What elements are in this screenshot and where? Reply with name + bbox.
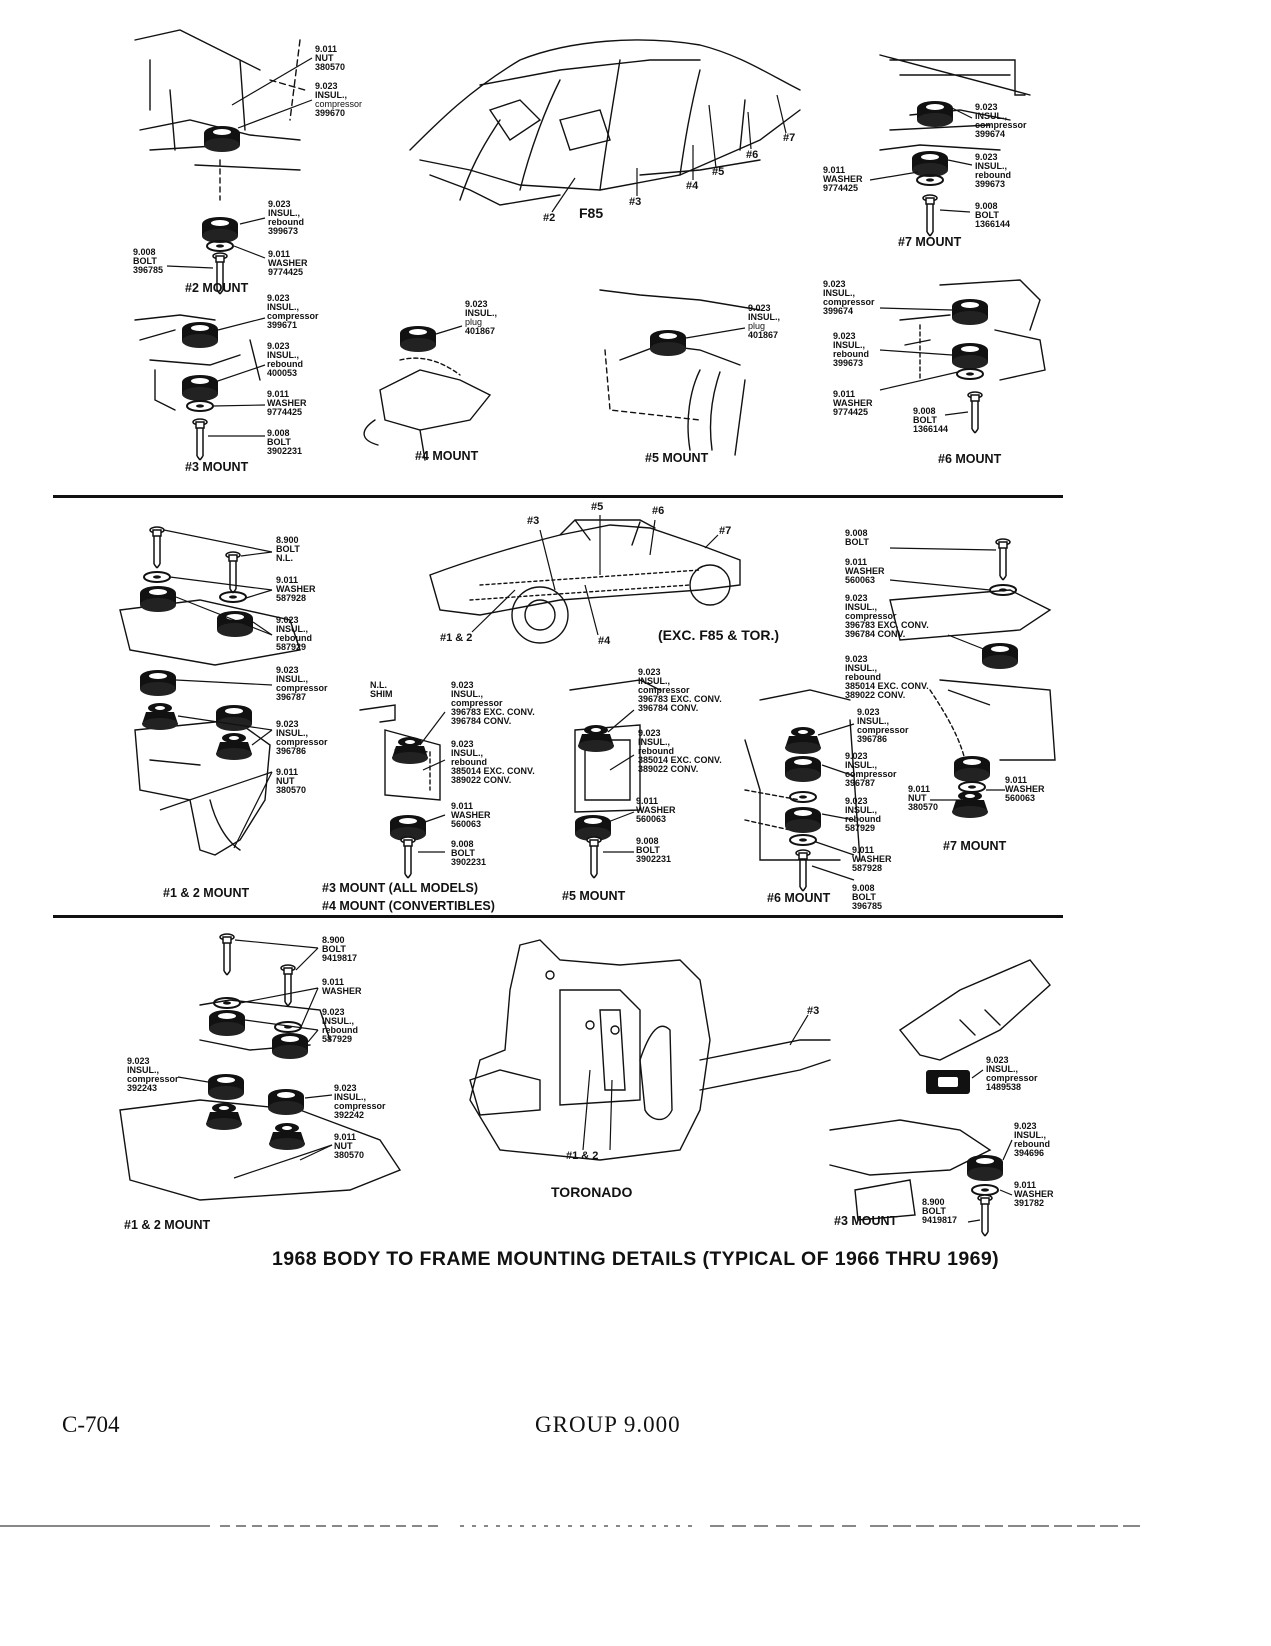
f85-mount6-label: #6 MOUNT xyxy=(938,452,1002,466)
page-number: C-704 xyxy=(62,1412,120,1437)
f85-mount3-label: #3 MOUNT xyxy=(185,460,249,474)
f85-position-6: #6 xyxy=(746,149,759,161)
f85-mount2-label: #2 MOUNT xyxy=(185,281,249,295)
f85-mount4-label: #4 MOUNT xyxy=(415,449,479,463)
full-size-position-5: #5 xyxy=(591,501,604,513)
full-size-position-1-2: #1 & 2 xyxy=(440,632,473,644)
toronado-title: TORONADO xyxy=(551,1184,633,1200)
callout-shim: N.L.SHIM xyxy=(370,680,393,699)
toronado-mount12-label: #1 & 2 MOUNT xyxy=(124,1218,211,1232)
full-size-title: (EXC. F85 & TOR.) xyxy=(658,627,780,643)
toronado-position-3: #3 xyxy=(807,1005,820,1017)
f85-title: F85 xyxy=(579,205,604,221)
toronado-mount3-label: #3 MOUNT xyxy=(834,1214,898,1228)
section-divider-top xyxy=(53,495,1063,498)
full-size-position-3: #3 xyxy=(527,515,540,527)
full-size-position-6: #6 xyxy=(652,505,665,517)
full-size-mount7-label: #7 MOUNT xyxy=(943,839,1007,853)
f85-position-5: #5 xyxy=(712,166,725,178)
section-divider-bottom xyxy=(53,915,1063,918)
full-size-mount6-label: #6 MOUNT xyxy=(767,891,831,905)
f85-position-2: #2 xyxy=(543,212,556,224)
f85-position-3: #3 xyxy=(629,196,642,208)
toronado-position-1-2: #1 & 2 xyxy=(566,1150,599,1162)
full-size-position-7: #7 xyxy=(719,525,732,537)
f85-position-4: #4 xyxy=(686,180,699,192)
f85-mount7-label: #7 MOUNT xyxy=(898,235,962,249)
full-size-mount3-label: #3 MOUNT (ALL MODELS) xyxy=(322,881,479,895)
group-number: GROUP 9.000 xyxy=(535,1412,681,1437)
f85-mount5-label: #5 MOUNT xyxy=(645,451,709,465)
full-size-mount12-label: #1 & 2 MOUNT xyxy=(163,886,250,900)
full-size-mount5-label: #5 MOUNT xyxy=(562,889,626,903)
figure-caption: 1968 BODY TO FRAME MOUNTING DETAILS (TYP… xyxy=(272,1248,999,1270)
f85-position-7: #7 xyxy=(783,132,796,144)
full-size-mount4-label: #4 MOUNT (CONVERTIBLES) xyxy=(322,899,495,913)
full-size-position-4: #4 xyxy=(598,635,611,647)
